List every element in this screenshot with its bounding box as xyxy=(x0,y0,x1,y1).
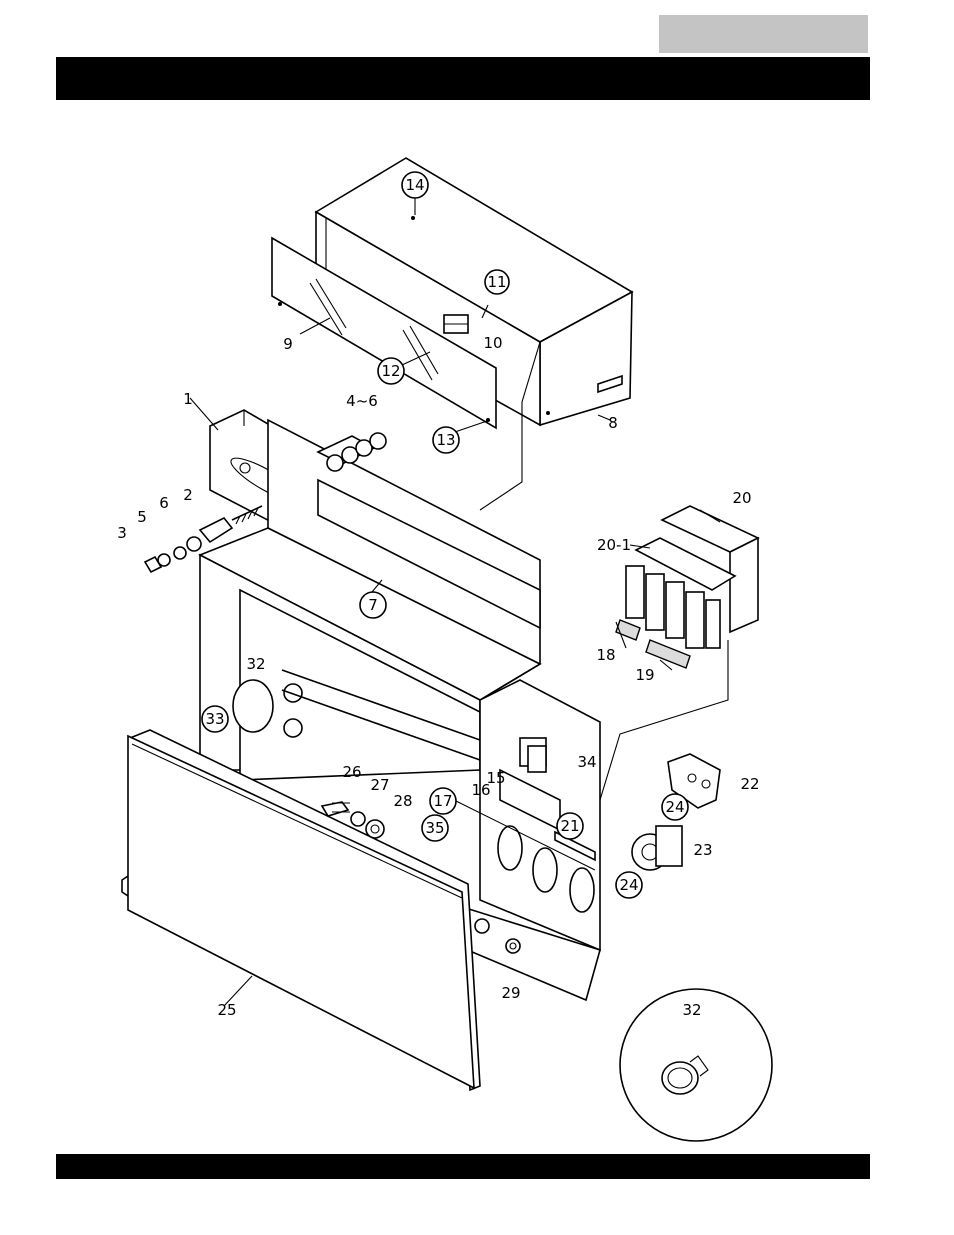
label-32-a: 32 xyxy=(246,655,265,673)
label-18: 18 xyxy=(596,646,615,664)
label-33: 33 xyxy=(205,710,224,728)
label-3: 3 xyxy=(117,524,127,542)
label-19: 19 xyxy=(635,666,654,684)
label-21: 21 xyxy=(560,817,579,835)
label-20-1: 20-1 xyxy=(597,536,631,554)
leader-lines xyxy=(189,190,729,1007)
label-34: 34 xyxy=(577,753,596,771)
label-25: 25 xyxy=(217,1001,236,1019)
label-20: 20 xyxy=(732,489,751,507)
title-bar xyxy=(56,57,870,100)
label-17: 17 xyxy=(433,792,452,810)
label-24-a: 24 xyxy=(665,798,684,816)
label-5: 5 xyxy=(137,508,147,526)
label-14: 14 xyxy=(405,176,424,194)
breaker-assembly xyxy=(615,505,760,669)
callout-labels: 14 11 9 10 12 13 8 4~6 1 2 3 5 6 7 20 20… xyxy=(117,171,760,1019)
detail-32 xyxy=(619,988,773,1142)
switch-block xyxy=(316,432,387,472)
label-8: 8 xyxy=(608,414,618,432)
label-26: 26 xyxy=(342,763,361,781)
label-1: 1 xyxy=(183,390,193,408)
screw-assembly xyxy=(143,505,263,574)
label-4-6: 4~6 xyxy=(346,392,378,410)
label-9: 9 xyxy=(283,335,293,353)
label-28: 28 xyxy=(393,792,412,810)
label-22: 22 xyxy=(740,775,759,793)
meter-window-panel xyxy=(271,236,497,430)
label-16: 16 xyxy=(471,781,490,799)
label-2: 2 xyxy=(183,486,193,504)
label-7: 7 xyxy=(368,596,378,614)
label-6: 6 xyxy=(159,494,169,512)
label-10: 10 xyxy=(483,334,502,352)
receptacles xyxy=(631,753,721,871)
label-29: 29 xyxy=(501,984,520,1002)
label-27: 27 xyxy=(370,776,389,794)
header-tab xyxy=(659,15,868,53)
plate-33 xyxy=(232,679,274,733)
front-cover-panel xyxy=(121,729,481,1092)
label-12: 12 xyxy=(381,362,400,380)
label-13: 13 xyxy=(436,431,455,449)
fastener-parts xyxy=(320,801,521,954)
label-23: 23 xyxy=(693,841,712,859)
footer-bar xyxy=(56,1154,870,1179)
label-15: 15 xyxy=(486,769,505,787)
label-11: 11 xyxy=(487,273,506,291)
terminal-34 xyxy=(519,737,547,773)
label-35: 35 xyxy=(425,819,444,837)
label-24-b: 24 xyxy=(619,876,638,894)
label-32-b: 32 xyxy=(682,1001,701,1019)
